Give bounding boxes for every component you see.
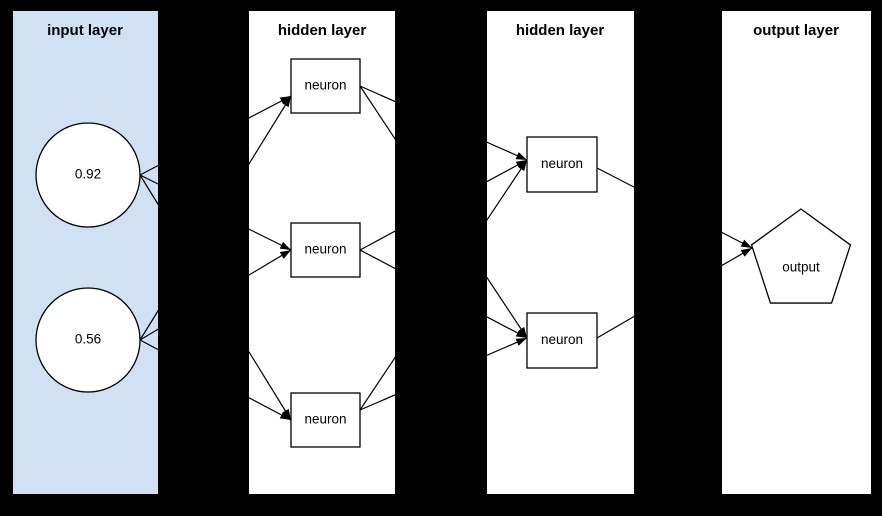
- hidden1-neuron-1[interactable]: [290, 58, 361, 114]
- panel-input-layer: [13, 11, 158, 494]
- hidden1-neuron-3[interactable]: [290, 392, 361, 448]
- input-node-2[interactable]: [35, 287, 141, 393]
- hidden2-neuron-2[interactable]: [526, 312, 598, 369]
- hidden2-neuron-2-label: neuron: [541, 332, 583, 347]
- output-layer-title: output layer: [753, 22, 839, 39]
- hidden1-neuron-1-label: neuron: [304, 78, 346, 93]
- hidden1-neuron-2-label: neuron: [304, 242, 346, 257]
- hidden1-neuron-2[interactable]: [290, 222, 361, 278]
- gap-input-hidden1: [158, 0, 249, 516]
- input-layer-title: input layer: [47, 22, 123, 39]
- hidden2-neuron-1[interactable]: [526, 136, 598, 193]
- gap-hidden2-output: [634, 0, 722, 516]
- input-node-2-label: 0.56: [75, 332, 101, 347]
- input-node-1-label: 0.92: [75, 167, 101, 182]
- output-node-label: output: [782, 260, 820, 275]
- hidden-layer-2-title: hidden layer: [516, 22, 605, 39]
- hidden2-neuron-1-label: neuron: [541, 156, 583, 171]
- gap-occluders: [158, 0, 722, 516]
- hidden-layer-1-title: hidden layer: [278, 22, 367, 39]
- hidden1-neuron-3-label: neuron: [304, 412, 346, 427]
- layer-titles: input layer hidden layer hidden layer outpu…: [47, 22, 839, 39]
- panel-hidden-layer-2: [487, 11, 634, 494]
- output-node[interactable]: [750, 208, 852, 304]
- layer-nodes: 0.92 0.56 neuron neuron neuron neuron neuron ou…: [35, 58, 852, 448]
- gap-hidden1-hidden2: [395, 0, 487, 516]
- input-node-1[interactable]: [35, 122, 141, 228]
